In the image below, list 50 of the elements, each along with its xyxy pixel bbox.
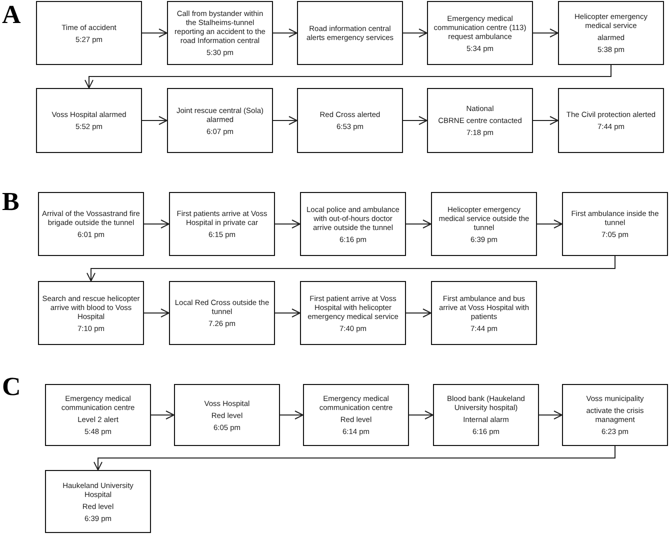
- arrow: [532, 28, 558, 38]
- event-box: [427, 88, 533, 153]
- arrow: [274, 308, 300, 318]
- panel-letter: A: [2, 0, 21, 30]
- panel-letter: B: [2, 187, 20, 217]
- panel-letter: C: [2, 372, 21, 402]
- event-box: [431, 281, 537, 345]
- arrow: [142, 28, 168, 38]
- arrow: [536, 220, 562, 228]
- arrow: [406, 220, 432, 228]
- event-box: [303, 384, 409, 446]
- arrow: [532, 116, 558, 125]
- event-box: [167, 1, 273, 65]
- arrow: [94, 446, 616, 470]
- arrow: [150, 410, 174, 420]
- arrow: [272, 28, 298, 38]
- event-box: [427, 1, 533, 65]
- arrow: [406, 308, 432, 318]
- event-box: [297, 88, 403, 153]
- event-box: [38, 281, 144, 345]
- event-box: [562, 192, 668, 256]
- event-box: [36, 1, 142, 65]
- arrow: [272, 116, 298, 125]
- arrow: [402, 28, 428, 38]
- event-box: [562, 384, 668, 446]
- event-box: [36, 88, 142, 153]
- event-box: [558, 88, 664, 153]
- arrow: [84, 64, 612, 88]
- arrow: [144, 308, 170, 318]
- arrow: [142, 116, 168, 125]
- arrow: [86, 256, 616, 282]
- event-box: [45, 470, 151, 533]
- arrow: [280, 410, 304, 420]
- arrow: [538, 410, 562, 420]
- event-box: [433, 384, 539, 446]
- arrow: [402, 116, 428, 125]
- event-box: [45, 384, 151, 446]
- event-box: [431, 192, 537, 256]
- event-box: [300, 281, 406, 345]
- event-box: [300, 192, 406, 256]
- event-box: [297, 1, 403, 65]
- arrow: [144, 220, 170, 228]
- arrow: [408, 410, 434, 420]
- event-box: [558, 1, 664, 65]
- arrow: [274, 220, 300, 228]
- event-box: [167, 88, 273, 153]
- event-box: [169, 281, 275, 345]
- event-box: [174, 384, 280, 446]
- event-box: [169, 192, 275, 256]
- event-box: [38, 192, 144, 256]
